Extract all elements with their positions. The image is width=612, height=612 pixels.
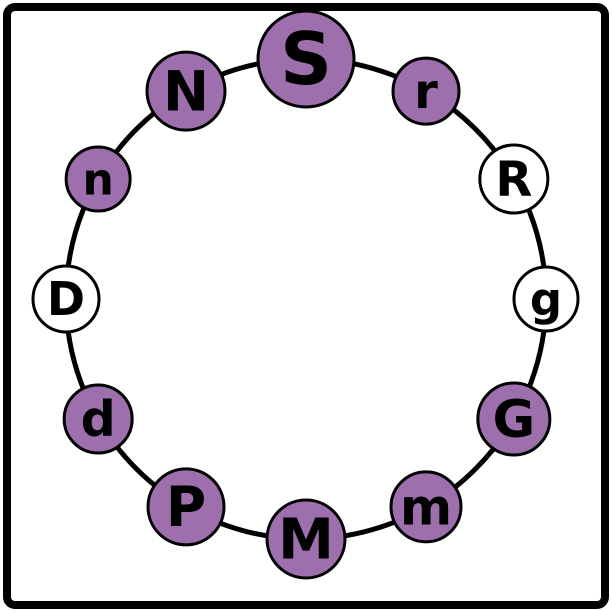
node-lower-m-label: m [400, 478, 452, 536]
node-upper-s-circle [256, 9, 356, 109]
node-upper-p-circle [146, 467, 226, 547]
node-upper-p: P [146, 467, 226, 547]
node-upper-g: G [476, 381, 552, 457]
node-upper-n-circle [145, 50, 227, 132]
node-lower-g: g [512, 265, 580, 333]
node-lower-n-circle [64, 145, 132, 213]
node-upper-n-label: N [163, 59, 209, 123]
node-lower-g-label: g [530, 273, 562, 326]
node-upper-s-label: S [280, 17, 332, 101]
node-upper-d: D [31, 264, 101, 334]
node-lower-d-label: d [81, 391, 116, 448]
node-upper-g-circle [476, 381, 552, 457]
node-lower-n-label: n [82, 154, 113, 205]
node-upper-r-circle [478, 143, 550, 215]
connecting-ring [63, 56, 549, 542]
node-upper-m: M [265, 498, 347, 580]
node-upper-m-circle [265, 498, 347, 580]
node-lower-m: m [389, 470, 463, 544]
node-lower-n: n [64, 145, 132, 213]
node-upper-m-label: M [278, 508, 334, 573]
node-lower-d-circle [62, 383, 134, 455]
node-lower-d: d [62, 383, 134, 455]
node-upper-p-label: P [166, 475, 206, 539]
node-upper-d-label: D [47, 272, 85, 326]
node-upper-s: S [256, 9, 356, 109]
node-lower-r-circle [391, 56, 461, 126]
node-upper-g-label: G [493, 390, 536, 450]
node-lower-r: r [391, 56, 461, 126]
node-upper-r: R [478, 143, 550, 215]
node-upper-n: N [145, 50, 227, 132]
node-upper-d-circle [31, 264, 101, 334]
node-lower-g-circle [512, 265, 580, 333]
node-upper-r-label: R [495, 152, 532, 208]
node-lower-r-label: r [414, 64, 438, 120]
node-lower-m-circle [389, 470, 463, 544]
